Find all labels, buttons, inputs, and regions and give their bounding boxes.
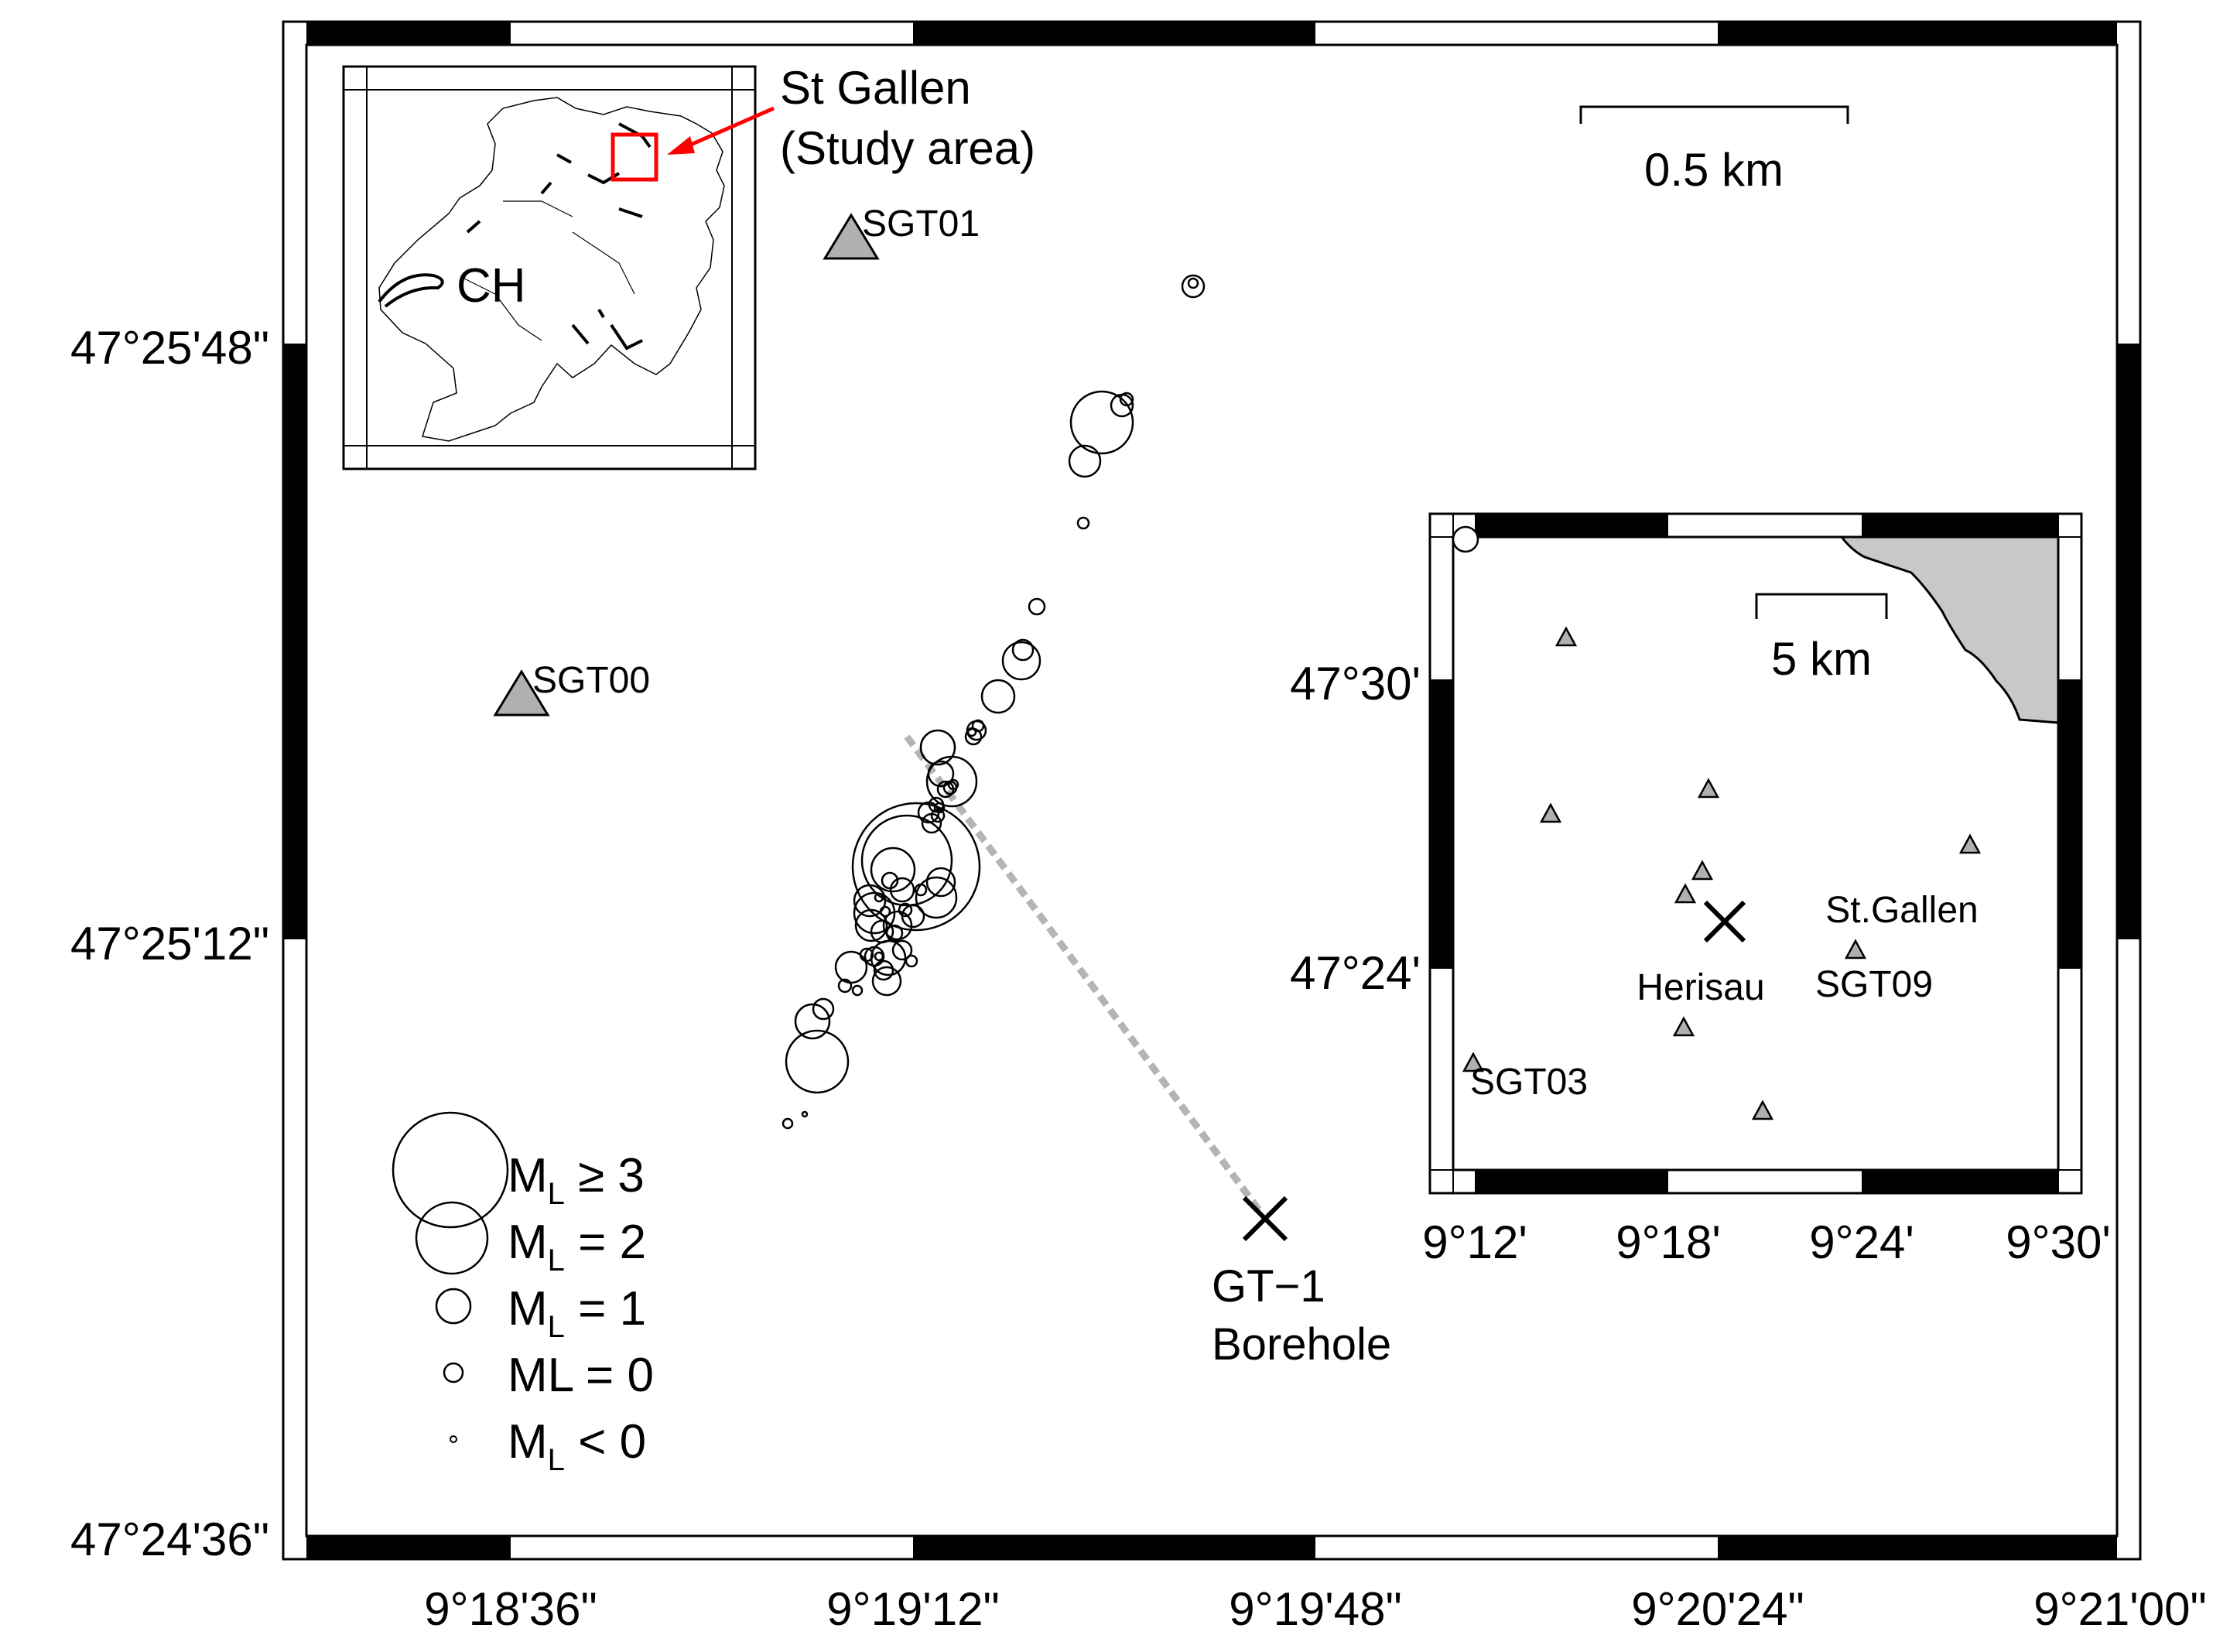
inset-borehole-icon xyxy=(1703,900,1746,943)
main-lon-labels: 9°18'36" 9°19'12" 9°19'48" 9°20'24" 9°21… xyxy=(424,1583,2207,1635)
place-label-stgallen: St.Gallen xyxy=(1825,890,1978,931)
lake-constance xyxy=(1838,535,2060,724)
station-label: SGT01 xyxy=(862,204,980,245)
borehole-label-line2: Borehole xyxy=(1212,1319,1391,1370)
borehole-label-line1: GT−1 xyxy=(1212,1261,1325,1312)
station-triangle-icon xyxy=(823,213,880,260)
switzerland-border xyxy=(378,97,725,442)
arrow-head-icon xyxy=(667,136,695,155)
inset-scale-label: 5 km xyxy=(1771,633,1872,685)
inset-stations xyxy=(1462,626,1982,1120)
study-area-callout: St Gallen (Study area) xyxy=(667,62,1035,174)
regional-inset: 5 km 47°30' 47°24' 9°12' 9°18' 9°24' 9°3… xyxy=(1290,512,2111,1268)
inset-lon-label: 9°18' xyxy=(1616,1216,1721,1268)
station-triangle-icon xyxy=(493,669,550,717)
lat-tick-label: 47°25'12" xyxy=(70,918,269,970)
main-lat-labels: 47°25'48" 47°25'12" 47°24'36" xyxy=(70,322,269,1565)
station-sgt01: SGT01 xyxy=(823,204,980,260)
borehole-gt1: GT−1 Borehole xyxy=(1212,1195,1391,1370)
cross-section-line xyxy=(904,734,1263,1213)
overview-inset: CH xyxy=(342,65,757,470)
legend-label-ml2: ML = 2 xyxy=(508,1216,646,1277)
lat-tick-label: 47°25'48" xyxy=(70,322,269,374)
inset-lon-label: 9°12' xyxy=(1422,1216,1527,1268)
lon-tick-label: 9°19'12" xyxy=(826,1583,1000,1635)
legend-symbol-mlneg xyxy=(450,1435,457,1443)
borehole-cross-icon xyxy=(1242,1195,1288,1242)
inset-lon-label: 9°24' xyxy=(1809,1216,1914,1268)
earthquake-events xyxy=(782,274,1206,1130)
legend-symbol-ml2 xyxy=(415,1201,489,1275)
magnitude-legend: ML ≥ 3 ML = 2 ML = 1 ML = 0 ML < 0 xyxy=(392,1111,654,1477)
lat-tick-label: 47°24'36" xyxy=(70,1513,269,1565)
inset-lon-label: 9°30' xyxy=(2006,1216,2111,1268)
lon-tick-label: 9°19'48" xyxy=(1229,1583,1402,1635)
callout-line1: St Gallen xyxy=(780,62,971,114)
lon-tick-label: 9°21'00" xyxy=(2033,1583,2207,1635)
inset-lat-label: 47°24' xyxy=(1290,947,1421,999)
legend-label-mlneg: ML < 0 xyxy=(508,1415,646,1477)
callout-line2: (Study area) xyxy=(780,122,1035,174)
station-sgt00: SGT00 xyxy=(493,660,650,717)
lon-tick-label: 9°20'24" xyxy=(1631,1583,1804,1635)
scale-bar-label: 0.5 km xyxy=(1644,144,1784,196)
legend-symbol-ml1 xyxy=(435,1288,472,1325)
station-label-sgt03: SGT03 xyxy=(1470,1062,1588,1103)
legend-label-ml1: ML = 1 xyxy=(508,1282,646,1344)
place-label-herisau: Herisau xyxy=(1637,967,1764,1008)
station-label-sgt09: SGT09 xyxy=(1815,964,1933,1005)
inset-lat-label: 47°30' xyxy=(1290,658,1421,710)
lon-tick-label: 9°18'36" xyxy=(424,1583,597,1635)
legend-label-ml3: ML ≥ 3 xyxy=(508,1149,645,1211)
station-label: SGT00 xyxy=(532,660,650,701)
study-area-box xyxy=(611,132,658,182)
legend-symbol-ml3 xyxy=(392,1111,509,1229)
country-label: CH xyxy=(457,259,526,313)
legend-label-ml0: ML = 0 xyxy=(508,1349,654,1402)
legend-symbol-ml0 xyxy=(443,1362,464,1384)
main-scale-bar: 0.5 km xyxy=(1579,105,1849,196)
